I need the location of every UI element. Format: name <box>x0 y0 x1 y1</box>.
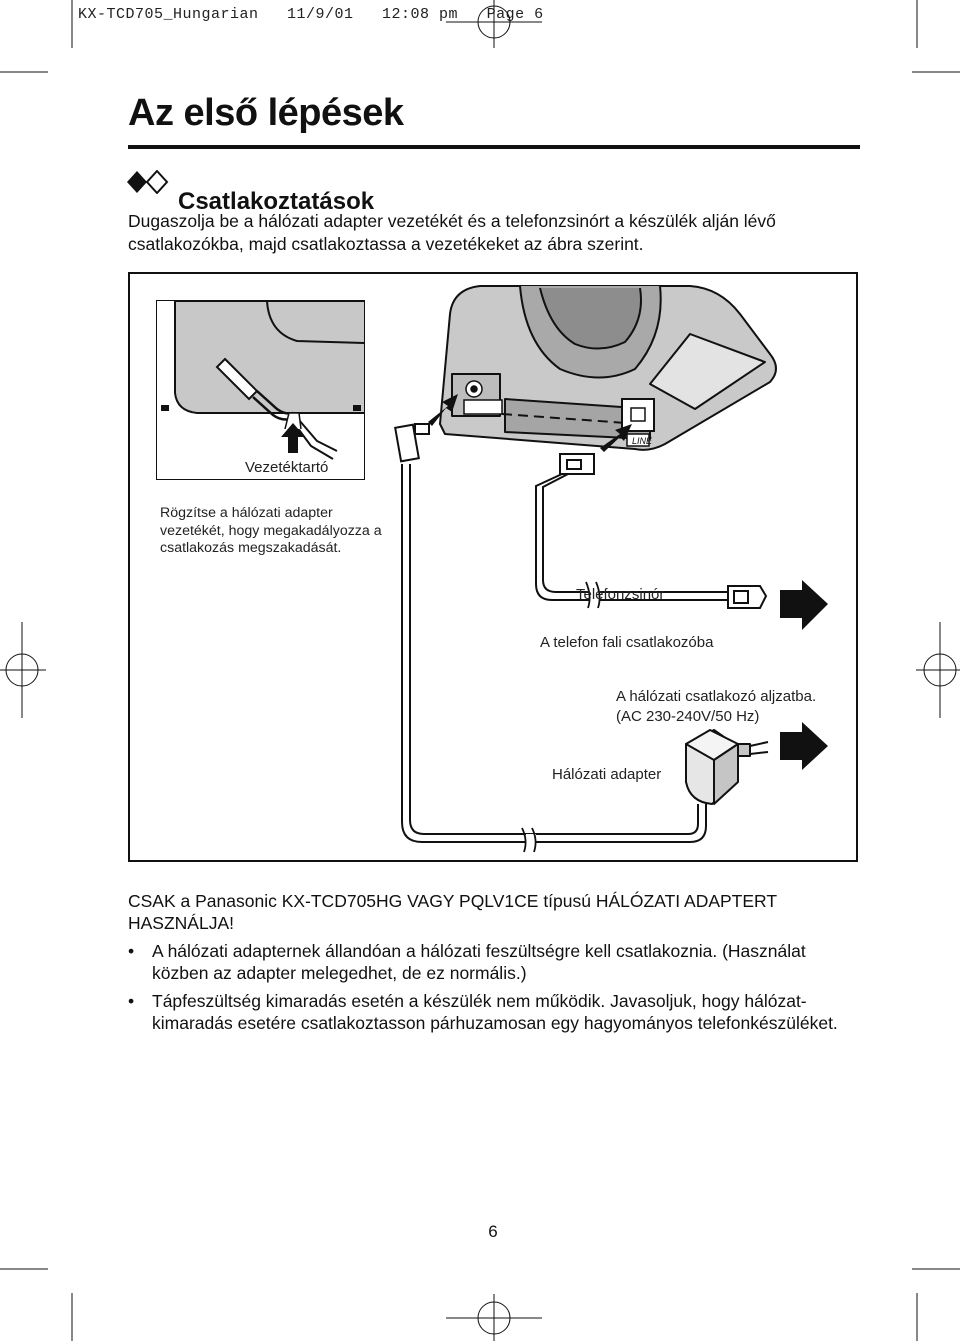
cord-holder-inset: Vezetéktartó <box>156 300 365 480</box>
line-port-label: LINE <box>632 436 653 446</box>
wall-jack-label: A telefon fali csatlakozóba <box>540 634 714 651</box>
notes-section: CSAK a Panasonic KX-TCD705HG VAGY PQLV1C… <box>128 890 848 1040</box>
bullet: • <box>128 991 135 1011</box>
dc-plug <box>394 423 430 463</box>
bullet: • <box>128 941 135 961</box>
list-item-text: A hálózati adapternek állandóan a hálóza… <box>152 941 806 983</box>
ac-adapter-label: Hálózati adapter <box>552 766 662 783</box>
cord-holder-instruction: Rögzítse a hálózati adapter vezetékét, h… <box>160 505 382 556</box>
print-slug: KX-TCD705_Hungarian 11/9/01 12:08 pm Pag… <box>78 6 544 23</box>
list-item-text: Tápfeszültség kimaradás esetén a készülé… <box>152 991 838 1033</box>
cord-holder-label: Vezetéktartó <box>245 459 329 476</box>
list-item: • A hálózati adapternek állandóan a háló… <box>128 940 848 984</box>
page-title: Az első lépések <box>128 92 404 134</box>
cord-holder-illustration <box>161 301 364 460</box>
ac-adapter <box>685 729 769 805</box>
wall-jack-plug <box>727 585 768 609</box>
title-rule <box>128 145 860 149</box>
list-item: • Tápfeszültség kimaradás esetén a készü… <box>128 990 848 1034</box>
page-number: 6 <box>488 1222 498 1241</box>
direction-arrows <box>780 580 828 770</box>
telephone-cord-label: Telefonzsinór <box>576 586 665 603</box>
outlet-label: A hálózati csatlakozó aljzatba. <box>616 688 817 705</box>
intro-paragraph: Dugaszolja be a hálózati adapter vezeték… <box>128 211 776 254</box>
section-title: Csatlakoztatások <box>178 187 375 215</box>
connection-illustration: LINE <box>394 285 828 853</box>
outlet-spec: (AC 230-240V/50 Hz) <box>616 708 760 725</box>
double-diamond-icon <box>127 170 169 194</box>
adapter-warning: CSAK a Panasonic KX-TCD705HG VAGY PQLV1C… <box>128 891 777 933</box>
telephone-plug <box>559 453 595 475</box>
connection-diagram: LINE <box>128 272 858 862</box>
notes-list: • A hálózati adapternek állandóan a háló… <box>128 940 848 1034</box>
base-unit <box>439 285 777 451</box>
